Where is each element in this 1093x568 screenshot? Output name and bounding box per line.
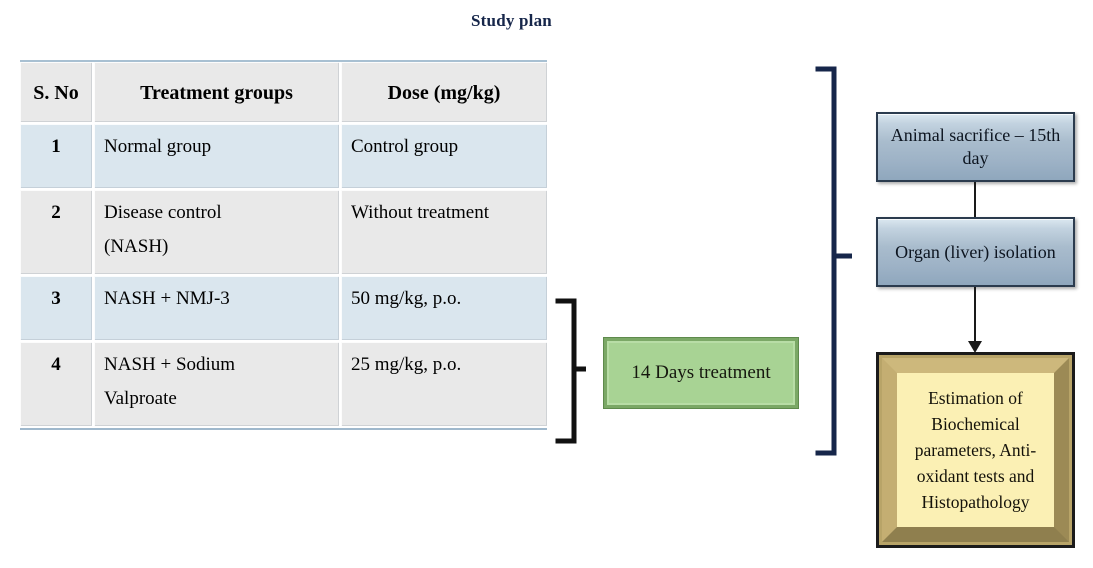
brace-left-icon: [555, 298, 586, 444]
brace-right-icon: [815, 66, 852, 456]
arrow-down-icon: [968, 341, 982, 353]
table-header-row: S. No Treatment groups Dose (mg/kg): [20, 62, 547, 124]
table-row: 1 Normal group Control group: [20, 124, 547, 190]
estimation-box-bevel: [882, 358, 1069, 542]
connector-line-sacrifice-to-isolation: [974, 182, 976, 217]
cell-group-line1: Disease control: [104, 202, 222, 223]
organ-isolation-label: Organ (liver) isolation: [895, 241, 1056, 262]
animal-sacrifice-box: Animal sacrifice – 15th day: [876, 112, 1075, 182]
cell-group: NASH + NMJ-3: [94, 276, 341, 342]
table-bottom-rule: [20, 428, 547, 430]
table-row: 3 NASH + NMJ-3 50 mg/kg, p.o.: [20, 276, 547, 342]
page-title-text: Study plan: [471, 11, 552, 30]
cell-sno: 1: [20, 124, 94, 190]
treatment-duration-label: 14 Days treatment: [631, 362, 771, 383]
column-header-sno: S. No: [20, 62, 94, 124]
cell-group-line1: NASH + Sodium: [104, 354, 236, 375]
cell-dose: Control group: [341, 124, 547, 190]
cell-dose: 50 mg/kg, p.o.: [341, 276, 547, 342]
treatment-duration-box: 14 Days treatment: [603, 337, 799, 409]
column-header-group: Treatment groups: [94, 62, 341, 124]
table-row: 2 Disease control (NASH) Without treatme…: [20, 190, 547, 276]
cell-group-line2: Valproate: [104, 388, 177, 409]
organ-isolation-box: Organ (liver) isolation: [876, 217, 1075, 287]
animal-sacrifice-label: Animal sacrifice – 15th day: [890, 125, 1061, 168]
page-title: Study plan: [0, 11, 1093, 31]
cell-dose: Without treatment: [341, 190, 547, 276]
estimation-label: Estimation of Biochemical parameters, An…: [897, 373, 1054, 527]
cell-group: NASH + Sodium Valproate: [94, 342, 341, 428]
cell-sno: 2: [20, 190, 94, 276]
cell-sno: 4: [20, 342, 94, 428]
cell-group-line2: (NASH): [104, 236, 169, 257]
table-top-rule: [20, 60, 547, 62]
cell-sno: 3: [20, 276, 94, 342]
table-row: 4 NASH + Sodium Valproate 25 mg/kg, p.o.: [20, 342, 547, 428]
cell-dose: 25 mg/kg, p.o.: [341, 342, 547, 428]
cell-group: Normal group: [94, 124, 341, 190]
column-header-dose: Dose (mg/kg): [341, 62, 547, 124]
estimation-box: Estimation of Biochemical parameters, An…: [876, 352, 1075, 548]
connector-line-isolation-to-estimation: [974, 287, 976, 343]
study-plan-table: S. No Treatment groups Dose (mg/kg) 1 No…: [20, 60, 547, 430]
cell-group: Disease control (NASH): [94, 190, 341, 276]
